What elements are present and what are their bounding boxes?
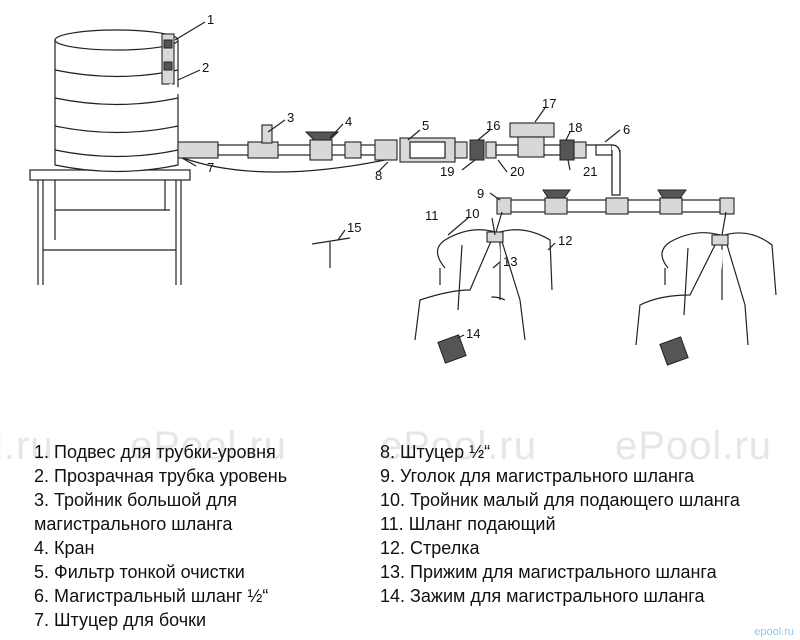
legend-item-6: 6. Магистральный шланг ½“ bbox=[34, 586, 269, 606]
callout-11: 11 bbox=[425, 208, 439, 223]
callout-7: 7 bbox=[207, 160, 214, 175]
callout-8: 8 bbox=[375, 168, 382, 183]
legend-item-9: 9. Уголок для магистрального шланга bbox=[380, 466, 695, 486]
callout-16: 16 bbox=[486, 118, 500, 133]
callout-12: 12 bbox=[558, 233, 572, 248]
legend-item-12: 12. Стрелка bbox=[380, 538, 480, 558]
legend-item-5: 5. Фильтр тонкой очистки bbox=[34, 562, 245, 582]
callout-6: 6 bbox=[623, 122, 630, 137]
barrel-stand bbox=[29, 169, 191, 285]
legend-item-4: 4. Кран bbox=[34, 538, 95, 558]
callout-4: 4 bbox=[345, 114, 352, 129]
legend-item-1: 1. Подвес для трубки-уровня bbox=[34, 442, 276, 462]
legend-item-14: 14. Зажим для магистрального шланга bbox=[380, 586, 705, 606]
callout-leaders bbox=[174, 21, 621, 339]
callout-10: 10 bbox=[465, 206, 479, 221]
irrigation-diagram: 1 2 3 4 5 6 7 8 9 10 11 12 13 14 15 16 1… bbox=[29, 12, 777, 366]
callout-1: 1 bbox=[207, 12, 214, 27]
barrel bbox=[54, 29, 179, 173]
callout-20: 20 bbox=[510, 164, 524, 179]
distribution-line bbox=[495, 189, 735, 236]
callout-5: 5 bbox=[422, 118, 429, 133]
legend-item-13: 13. Прижим для магистрального шланга bbox=[380, 562, 717, 582]
sprinkler-right bbox=[635, 232, 777, 366]
callout-15: 15 bbox=[347, 220, 361, 235]
legend-left: 1. Подвес для трубки-уровня 2. Прозрачна… bbox=[34, 440, 374, 632]
legend-item-11: 11. Шланг подающий bbox=[380, 514, 556, 534]
level-tube bbox=[161, 33, 269, 127]
legend-item-8: 8. Штуцер ½“ bbox=[380, 442, 491, 462]
legend-item-2: 2. Прозрачная трубка уровень bbox=[34, 466, 288, 486]
legend-right: 8. Штуцер ½“ 9. Уголок для магистральног… bbox=[380, 440, 790, 608]
legend-item-10: 10. Тройник малый для подающего шланга bbox=[380, 490, 740, 510]
corner-watermark: epool.ru bbox=[754, 626, 794, 638]
callout-labels: 1 2 3 4 5 6 7 8 9 10 11 12 13 14 15 16 1… bbox=[202, 12, 630, 341]
callout-21: 21 bbox=[583, 164, 597, 179]
watermark-2: ePool.ru bbox=[130, 424, 287, 468]
sprinkler-left bbox=[414, 229, 553, 364]
callout-19: 19 bbox=[440, 164, 454, 179]
main-line bbox=[177, 122, 621, 196]
legend-item-3: 3. Тройник большой для магистрального шл… bbox=[34, 490, 238, 534]
watermark-3: ePool.ru bbox=[380, 424, 537, 468]
watermark-1: l.ru bbox=[0, 424, 54, 468]
watermark-4: ePool.ru bbox=[615, 424, 772, 468]
callout-2: 2 bbox=[202, 60, 209, 75]
callout-17: 17 bbox=[542, 96, 556, 111]
callout-18: 18 bbox=[568, 120, 582, 135]
callout-14: 14 bbox=[466, 326, 480, 341]
callout-9: 9 bbox=[477, 186, 484, 201]
stake-clamp bbox=[311, 237, 351, 268]
callout-3: 3 bbox=[287, 110, 294, 125]
callout-13: 13 bbox=[503, 254, 517, 269]
legend-item-7: 7. Штуцер для бочки bbox=[34, 610, 207, 630]
